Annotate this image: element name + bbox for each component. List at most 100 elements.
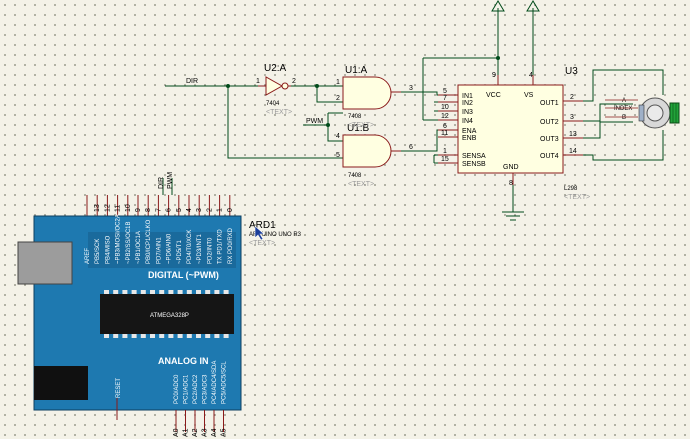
- net-label-dir: DIR: [186, 78, 198, 85]
- arduino-digital-title: DIGITAL (~PWM): [148, 270, 219, 280]
- arduino-pin-label: ~PD5/T1: [177, 239, 183, 264]
- inverter-pin-in: 1: [256, 78, 260, 85]
- and-a-ref: U1:A: [345, 65, 368, 76]
- inverter-pin-out: 2: [292, 78, 296, 85]
- arduino-analog-label: PC5/ADC5/SCL: [222, 361, 228, 404]
- and-a-pin3: 3: [409, 85, 413, 92]
- arduino-ref: ARD1: [249, 220, 276, 231]
- arduino-analog-label: PC2/ADC2: [193, 374, 199, 404]
- arduino-analog-number: A0: [173, 428, 180, 437]
- net-label-pwm-arduino: PWM: [167, 172, 174, 189]
- driver-in4-label: IN4: [462, 118, 473, 125]
- driver-ena-label: ENA: [462, 128, 477, 135]
- driver-out4-label: OUT4: [540, 153, 559, 160]
- driver-sensb-label: SENSB: [462, 161, 486, 168]
- arduino-pin-label: PB0/ICP1/CLKO: [146, 219, 152, 264]
- driver-text: <TEXT>: [564, 194, 590, 201]
- arduino-pin-number: 1: [217, 208, 224, 212]
- arduino-analog-number: A5: [221, 428, 228, 437]
- driver-pin-6: 6: [443, 123, 447, 130]
- inverter-u2a[interactable]: U2:A 1 2 7404 <TEXT>: [256, 63, 296, 116]
- arduino-pin-number: 2: [206, 208, 213, 212]
- wires: [162, 8, 664, 212]
- inverter-text: <TEXT>: [266, 109, 292, 116]
- power-vs-arrow[interactable]: [526, 0, 540, 12]
- driver-pin-3: 3: [570, 114, 574, 121]
- driver-gnd-label: GND: [503, 164, 519, 171]
- driver-pin-13: 13: [569, 131, 577, 138]
- power-vcc-arrow[interactable]: [491, 0, 505, 12]
- and-gate-u1a[interactable]: U1:A 1 2 3 7408: [336, 65, 413, 120]
- and-b-pin4: 4: [336, 133, 340, 140]
- arduino-pin-label: PD7/AIN1: [156, 237, 162, 264]
- arduino-pin-number: 3: [196, 208, 203, 212]
- driver-pin-10: 10: [441, 104, 449, 111]
- arduino-text: <TEXT>: [249, 240, 275, 247]
- net-label-dir-arduino: DIR: [158, 177, 165, 189]
- and-gate-u1b[interactable]: U1:B 4 5 6 7408 <TEXT>: [336, 123, 413, 188]
- arduino-pin-number: 8: [145, 208, 152, 212]
- arduino-pin-label: ~PB1/OC1A: [136, 231, 142, 264]
- encoder-index-label: INDEX: [614, 106, 632, 112]
- arduino-pin-number: 7: [155, 208, 162, 212]
- arduino-pin-number: 12: [104, 204, 111, 212]
- driver-part: L298: [564, 186, 578, 192]
- driver-l298[interactable]: U3 IN1 IN2 IN3 IN4 ENA ENB SENSA SENSB 5…: [438, 66, 590, 201]
- net-label-pwm: PWM: [306, 118, 323, 125]
- driver-pin-11: 11: [441, 130, 448, 137]
- driver-pin-1: 1: [443, 148, 447, 155]
- driver-pin-12: 12: [441, 113, 449, 120]
- arduino-analog-number: A3: [202, 428, 209, 437]
- arduino-pin-label: PD4/T0/XCK: [187, 230, 193, 264]
- arduino-pin-label: TX PD1/TXD: [218, 229, 224, 264]
- driver-vcc-label: VCC: [486, 92, 501, 99]
- arduino-pin-label: PB5/SCK: [95, 239, 101, 264]
- driver-in2-label: IN2: [462, 100, 473, 107]
- arduino-chip-pins: [104, 290, 229, 338]
- and-b-text: <TEXT>: [348, 181, 374, 188]
- arduino-pin-number: 5: [176, 208, 183, 212]
- arduino-pin-number: 10: [125, 204, 132, 212]
- arduino-analog-number: A1: [183, 428, 190, 437]
- and-b-pin5: 5: [336, 152, 340, 159]
- arduino-analog-number: A2: [192, 428, 199, 437]
- and-b-pin6: 6: [409, 144, 413, 151]
- driver-in1-label: IN1: [462, 93, 473, 100]
- arduino-part: ARDUINO UNO R3: [249, 232, 302, 238]
- arduino-reset-label: RESET: [116, 378, 122, 398]
- arduino-analog-label: PC4/ADC4/SDA: [212, 361, 218, 404]
- arduino-pin-number: 9: [135, 208, 142, 212]
- arduino-analog-title: ANALOG IN: [158, 356, 209, 366]
- driver-pin-14: 14: [569, 148, 577, 155]
- driver-out2-label: OUT2: [540, 119, 559, 126]
- arduino-pin-label: ~PD6/AIN0: [167, 233, 173, 264]
- arduino-pin-label: ~PB2/SS/OC1B: [126, 221, 132, 264]
- arduino-pin-label: AREF: [85, 248, 91, 264]
- and-a-part: 7408: [348, 114, 362, 120]
- driver-pin-9: 9: [492, 72, 496, 79]
- driver-ref: U3: [565, 66, 578, 77]
- arduino-pin-label: PB4/MISO: [105, 235, 111, 264]
- arduino-analog-label: PC3/ADC3: [203, 374, 209, 404]
- arduino-analog-number: A4: [211, 428, 218, 437]
- arduino-pin-label: ~PB3/MOSI/OC2A: [116, 214, 122, 264]
- encoder-motor[interactable]: A INDEX B: [605, 97, 680, 129]
- arduino-chip-label: ATMEGA328P: [150, 313, 189, 319]
- driver-out1-label: OUT1: [540, 100, 559, 107]
- driver-vs-label: VS: [524, 92, 534, 99]
- and-b-part: 7408: [348, 173, 362, 179]
- ground-symbol[interactable]: [502, 211, 524, 221]
- arduino-pin-number: 11: [115, 205, 122, 212]
- driver-pin-5: 5: [443, 88, 447, 95]
- driver-enb-label: ENB: [462, 135, 477, 142]
- driver-sensa-label: SENSA: [462, 153, 486, 160]
- driver-out3-label: OUT3: [540, 136, 559, 143]
- arduino-top-pin-labels: AREF PB5/SCK PB4/MISO ~PB3/MOSI/OC2A ~PB2/SS…: [85, 214, 234, 264]
- arduino-analog-label: PC1/ADC1: [184, 374, 190, 404]
- arduino-pin-label: PD2/INT0: [207, 237, 213, 264]
- inverter-part: 7404: [266, 101, 280, 107]
- driver-pin-8: 8: [509, 180, 513, 187]
